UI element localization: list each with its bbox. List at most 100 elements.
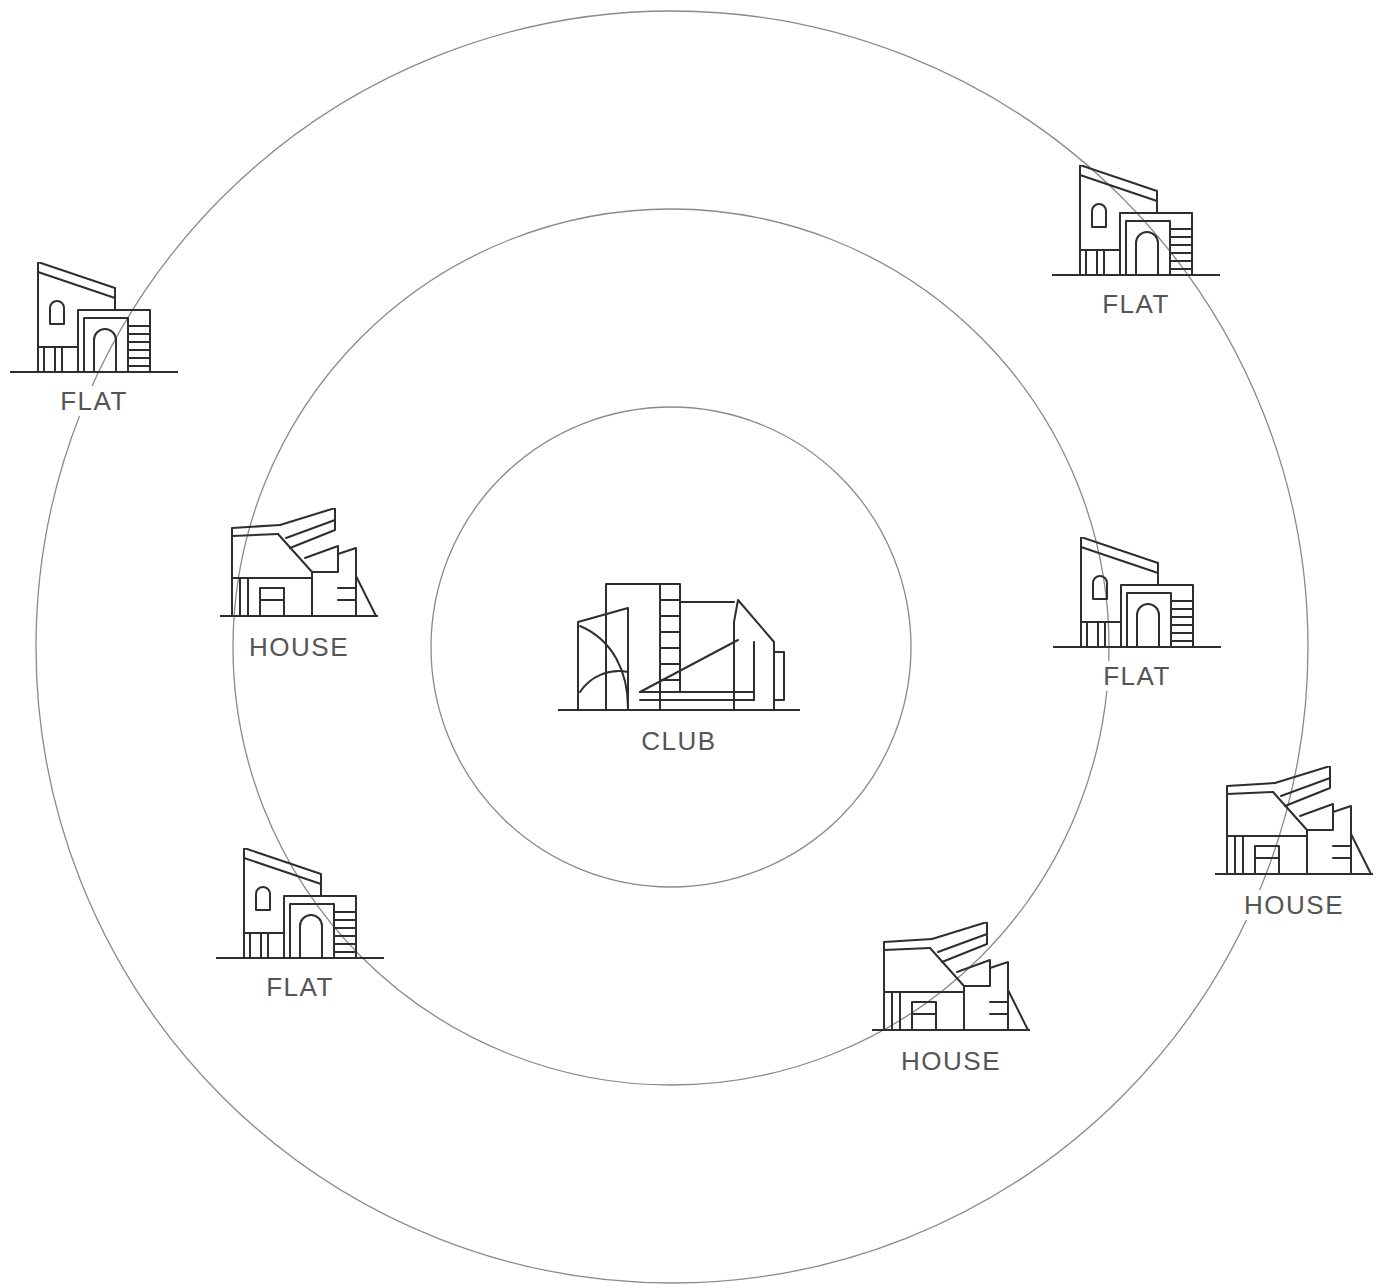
icon-stroke bbox=[78, 310, 150, 372]
house-building-icon bbox=[872, 922, 1030, 1034]
icon-stroke bbox=[1235, 836, 1243, 874]
icon-stroke bbox=[1227, 783, 1275, 874]
icon-stroke bbox=[1136, 232, 1158, 275]
icon-stroke bbox=[232, 525, 280, 616]
icon-stroke bbox=[220, 615, 378, 617]
building-node: HOUSE bbox=[872, 922, 1030, 1076]
icon-stroke bbox=[84, 318, 128, 372]
icon-stroke bbox=[1351, 834, 1371, 874]
icon-stroke bbox=[660, 600, 680, 680]
icon-stroke bbox=[38, 347, 78, 372]
building-node: HOUSE bbox=[220, 508, 378, 662]
icon-stroke bbox=[290, 904, 334, 958]
house-building-icon bbox=[1215, 766, 1373, 878]
building-label: HOUSE bbox=[246, 632, 352, 662]
icon-stroke bbox=[1255, 846, 1279, 874]
icon-stroke bbox=[640, 692, 754, 700]
icon-stroke bbox=[338, 588, 356, 600]
icon-stroke bbox=[990, 962, 1008, 1030]
icon-stroke bbox=[884, 948, 930, 950]
building-node: HOUSE bbox=[1215, 766, 1373, 920]
icon-stroke bbox=[286, 520, 335, 538]
icon-stroke bbox=[260, 588, 284, 616]
icon-stroke bbox=[578, 608, 628, 710]
house-building-icon bbox=[220, 508, 378, 620]
icon-stroke bbox=[244, 933, 284, 958]
icon-stroke bbox=[932, 922, 987, 962]
icon-stroke bbox=[680, 601, 734, 603]
icon-stroke bbox=[892, 992, 900, 1030]
icon-stroke bbox=[334, 912, 356, 952]
building-node: FLAT bbox=[1053, 537, 1221, 691]
icon-stroke bbox=[580, 671, 628, 692]
icon-stroke bbox=[128, 326, 150, 366]
building-label: FLAT bbox=[57, 386, 131, 416]
icon-stroke bbox=[38, 272, 115, 298]
icon-stroke bbox=[1093, 576, 1107, 599]
icon-stroke bbox=[753, 642, 755, 700]
icon-stroke bbox=[1281, 778, 1330, 796]
icon-stroke bbox=[1333, 806, 1351, 874]
flat-building-icon bbox=[216, 848, 384, 960]
icon-stroke bbox=[1137, 604, 1159, 647]
icon-stroke bbox=[912, 1002, 936, 1030]
icon-stroke bbox=[1215, 873, 1373, 875]
icon-stroke bbox=[1127, 593, 1171, 647]
icon-stroke bbox=[1081, 547, 1158, 573]
icon-stroke bbox=[1126, 221, 1170, 275]
icon-stroke bbox=[50, 301, 64, 324]
flat-building-icon bbox=[1052, 165, 1220, 277]
building-label: FLAT bbox=[1099, 289, 1173, 319]
icon-stroke bbox=[734, 600, 774, 710]
icon-stroke bbox=[872, 1029, 1030, 1031]
icon-stroke bbox=[1121, 585, 1193, 647]
inner-ring bbox=[431, 407, 911, 887]
icon-stroke bbox=[884, 991, 964, 993]
icon-stroke bbox=[1171, 601, 1193, 641]
icon-stroke bbox=[338, 548, 356, 616]
building-node: FLAT bbox=[10, 262, 178, 416]
icon-stroke bbox=[580, 626, 628, 708]
icon-stroke bbox=[957, 960, 990, 986]
building-node: CLUB bbox=[558, 580, 800, 756]
icon-stroke bbox=[244, 858, 321, 884]
club-building-icon bbox=[558, 580, 800, 714]
icon-stroke bbox=[1275, 766, 1330, 806]
building-label: FLAT bbox=[263, 972, 337, 1002]
icon-stroke bbox=[94, 329, 116, 372]
building-label: HOUSE bbox=[898, 1046, 1004, 1076]
middle-ring bbox=[233, 209, 1109, 1085]
icon-stroke bbox=[1080, 250, 1120, 275]
building-node: FLAT bbox=[1052, 165, 1220, 319]
icon-stroke bbox=[256, 887, 270, 910]
icon-stroke bbox=[774, 652, 784, 700]
icon-stroke bbox=[1080, 175, 1157, 201]
building-label: CLUB bbox=[638, 726, 719, 756]
flat-building-icon bbox=[1053, 537, 1221, 649]
icon-stroke bbox=[1092, 204, 1106, 227]
icon-stroke bbox=[280, 508, 335, 548]
icon-stroke bbox=[1008, 990, 1028, 1030]
building-label: FLAT bbox=[1100, 661, 1174, 691]
icon-stroke bbox=[640, 640, 738, 692]
icon-stroke bbox=[240, 578, 248, 616]
icon-stroke bbox=[1333, 846, 1351, 858]
icon-stroke bbox=[1081, 622, 1121, 647]
icon-stroke bbox=[300, 915, 322, 958]
icon-stroke bbox=[1227, 792, 1273, 794]
icon-stroke bbox=[884, 939, 932, 1030]
icon-stroke bbox=[558, 709, 800, 711]
icon-stroke bbox=[1170, 229, 1192, 269]
building-node: FLAT bbox=[216, 848, 384, 1002]
icon-stroke bbox=[232, 577, 312, 579]
icon-stroke bbox=[284, 896, 356, 958]
icon-stroke bbox=[1120, 213, 1192, 275]
icon-stroke bbox=[305, 546, 338, 572]
icon-stroke bbox=[1300, 804, 1333, 830]
icon-stroke bbox=[990, 1002, 1008, 1014]
icon-stroke bbox=[938, 934, 987, 952]
flat-building-icon bbox=[10, 262, 178, 374]
icon-stroke bbox=[232, 534, 278, 536]
outer-ring bbox=[36, 11, 1308, 1283]
